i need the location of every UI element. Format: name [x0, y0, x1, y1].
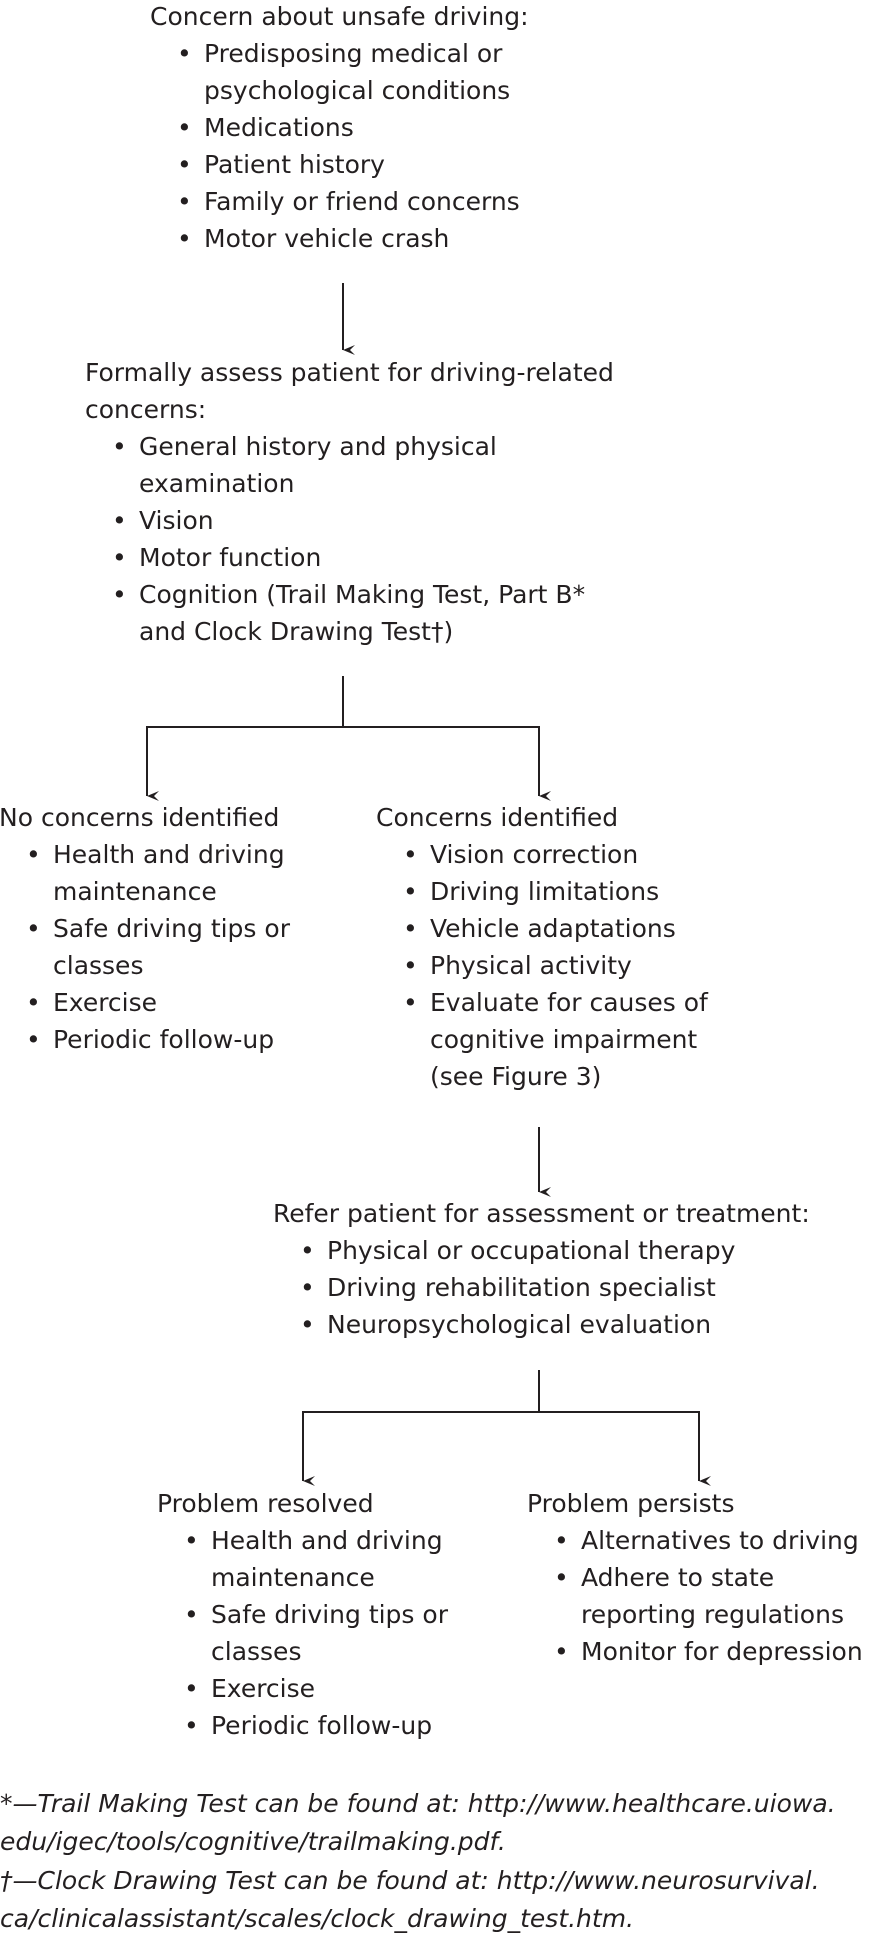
list-item: Health and driving maintenance: [157, 1522, 487, 1596]
node-item-list: Alternatives to driving Adhere to state …: [527, 1522, 871, 1670]
node-formally-assess-patient: Formally assess patient for driving-rela…: [85, 354, 625, 650]
node-no-concerns-identified: No concerns identified Health and drivin…: [0, 799, 329, 1058]
list-item: Medications: [150, 109, 570, 146]
list-item: Monitor for depression: [527, 1633, 871, 1670]
list-item: Health and driving maintenance: [0, 836, 329, 910]
list-item: Physical activity: [376, 947, 746, 984]
footnote-trail-making-line-1: *—Trail Making Test can be found at: htt…: [0, 1789, 836, 1818]
list-item: Motor vehicle crash: [150, 220, 570, 257]
arrow-to-no-concerns: [146, 726, 343, 801]
footnote-trail-making-line-2: edu/igec/tools/cognitive/trailmaking.pdf…: [0, 1827, 506, 1856]
footnote-clock-drawing-line-2: ca/clinicalassistant/scales/clock_drawin…: [0, 1904, 635, 1933]
list-item: Vehicle adaptations: [376, 910, 746, 947]
list-item: Physical or occupational therapy: [273, 1232, 871, 1269]
list-item: Predisposing medical or psychological co…: [150, 35, 570, 109]
list-item: Periodic follow-up: [0, 1021, 329, 1058]
list-item: Cognition (Trail Making Test, Part B* an…: [85, 576, 625, 650]
node-heading: Refer patient for assessment or treatmen…: [273, 1199, 810, 1228]
list-item: Patient history: [150, 146, 570, 183]
node-heading: Problem resolved: [157, 1489, 374, 1518]
node-item-list: Health and driving maintenance Safe driv…: [0, 836, 329, 1058]
footnote-clock-drawing-line-1: †—Clock Drawing Test can be found at: ht…: [0, 1866, 820, 1895]
list-item: Vision correction: [376, 836, 746, 873]
list-item: Periodic follow-up: [157, 1707, 487, 1744]
list-item: Safe driving tips or classes: [157, 1596, 487, 1670]
arrow-to-persists: [539, 1411, 711, 1486]
arrow-to-resolved: [302, 1411, 539, 1486]
node-concern-about-unsafe-driving: Concern about unsafe driving: Predisposi…: [150, 0, 570, 257]
node-item-list: Predisposing medical or psychological co…: [150, 35, 570, 257]
list-item: Safe driving tips or classes: [0, 910, 329, 984]
list-item: Family or friend concerns: [150, 183, 570, 220]
node-heading: Problem persists: [527, 1489, 735, 1518]
list-item: Driving limitations: [376, 873, 746, 910]
list-item: Exercise: [157, 1670, 487, 1707]
node-item-list: Health and driving maintenance Safe driv…: [157, 1522, 487, 1744]
node-heading: No concerns identified: [0, 803, 280, 832]
list-item: Evaluate for causes of cognitive impairm…: [376, 984, 746, 1095]
node-problem-persists: Problem persists Alternatives to driving…: [527, 1485, 871, 1670]
node-heading: Formally assess patient for driving-rela…: [85, 358, 614, 424]
list-item: Motor function: [85, 539, 625, 576]
node-problem-resolved: Problem resolved Health and driving main…: [157, 1485, 487, 1744]
list-item: Neuropsychological evaluation: [273, 1306, 871, 1343]
node-item-list: Vision correction Driving limitations Ve…: [376, 836, 746, 1095]
arrow-to-concerns: [343, 726, 551, 801]
list-item: Driving rehabilitation specialist: [273, 1269, 871, 1306]
node-concerns-identified: Concerns identified Vision correction Dr…: [376, 799, 746, 1095]
node-refer-patient: Refer patient for assessment or treatmen…: [273, 1195, 871, 1343]
node-heading: Concerns identified: [376, 803, 619, 832]
node-item-list: Physical or occupational therapy Driving…: [273, 1232, 871, 1343]
list-item: Adhere to state reporting regulations: [527, 1559, 871, 1633]
list-item: Exercise: [0, 984, 329, 1021]
node-heading: Concern about unsafe driving:: [150, 2, 529, 31]
list-item: Alternatives to driving: [527, 1522, 871, 1559]
node-item-list: General history and physical examination…: [85, 428, 625, 650]
list-item: Vision: [85, 502, 625, 539]
list-item: General history and physical examination: [85, 428, 625, 502]
